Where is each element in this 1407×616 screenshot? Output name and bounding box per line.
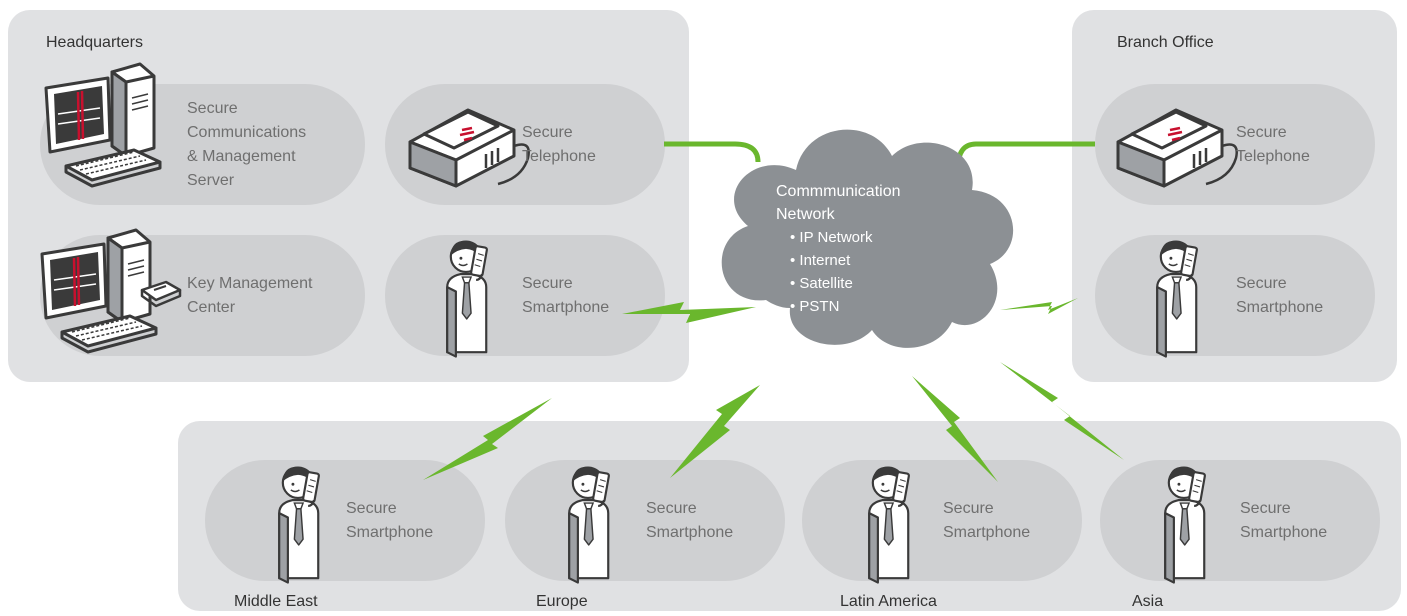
telephone-icon — [1116, 108, 1239, 188]
network-types-list: IP Network Internet Satellite PSTN — [776, 226, 900, 318]
desktop-computer-icon — [44, 62, 162, 188]
middle-east-smartphone-label: Secure Smartphone — [346, 500, 434, 541]
branch-smartphone-label: Secure Smartphone — [1236, 275, 1324, 316]
network-item: PSTN — [790, 295, 900, 318]
middle-east-label: Middle East — [234, 593, 318, 610]
asia-pill — [1100, 460, 1380, 581]
person-smartphone-icon — [568, 465, 611, 584]
hq-smartphone-label: Secure Smartphone — [522, 275, 610, 316]
branch-telephone-label: Secure Telephone — [1236, 124, 1310, 165]
asia-label: Asia — [1132, 593, 1164, 610]
kmc-label: Key Management Center — [187, 275, 313, 316]
latin-america-pill — [802, 460, 1082, 581]
latin-america-label: Latin America — [840, 593, 937, 610]
asia-smartphone-label: Secure Smartphone — [1240, 500, 1328, 541]
telephone-icon — [408, 108, 531, 188]
card-reader-icon — [140, 280, 182, 308]
network-cloud-text: Commmunication Network IP Network Intern… — [776, 180, 900, 318]
hq-smartphone-pill — [385, 235, 665, 356]
server-label: Secure Communications & Management Serve… — [187, 100, 307, 189]
person-smartphone-icon — [868, 465, 911, 584]
lightning-link-icon — [423, 298, 1124, 482]
person-smartphone-icon — [446, 239, 489, 358]
network-item: IP Network — [790, 226, 900, 249]
europe-label: Europe — [536, 593, 588, 610]
network-item: Internet — [790, 249, 900, 272]
headquarters-title: Headquarters — [46, 34, 143, 51]
wired-link-hq — [664, 141, 761, 163]
network-title-line-1: Commmunication — [776, 183, 901, 200]
hq-telephone-label: Secure Telephone — [522, 124, 596, 165]
wired-link-branch — [955, 141, 1095, 169]
europe-smartphone-label: Secure Smartphone — [646, 500, 734, 541]
person-smartphone-icon — [1156, 239, 1199, 358]
network-item: Satellite — [790, 272, 900, 295]
person-smartphone-icon — [1164, 465, 1207, 584]
middle-east-pill — [205, 460, 485, 581]
branch-smartphone-pill — [1095, 235, 1375, 356]
europe-pill — [505, 460, 785, 581]
branch-office-title: Branch Office — [1117, 34, 1214, 51]
person-smartphone-icon — [278, 465, 321, 584]
network-title-line-2: Network — [776, 206, 835, 223]
latin-america-smartphone-label: Secure Smartphone — [943, 500, 1031, 541]
